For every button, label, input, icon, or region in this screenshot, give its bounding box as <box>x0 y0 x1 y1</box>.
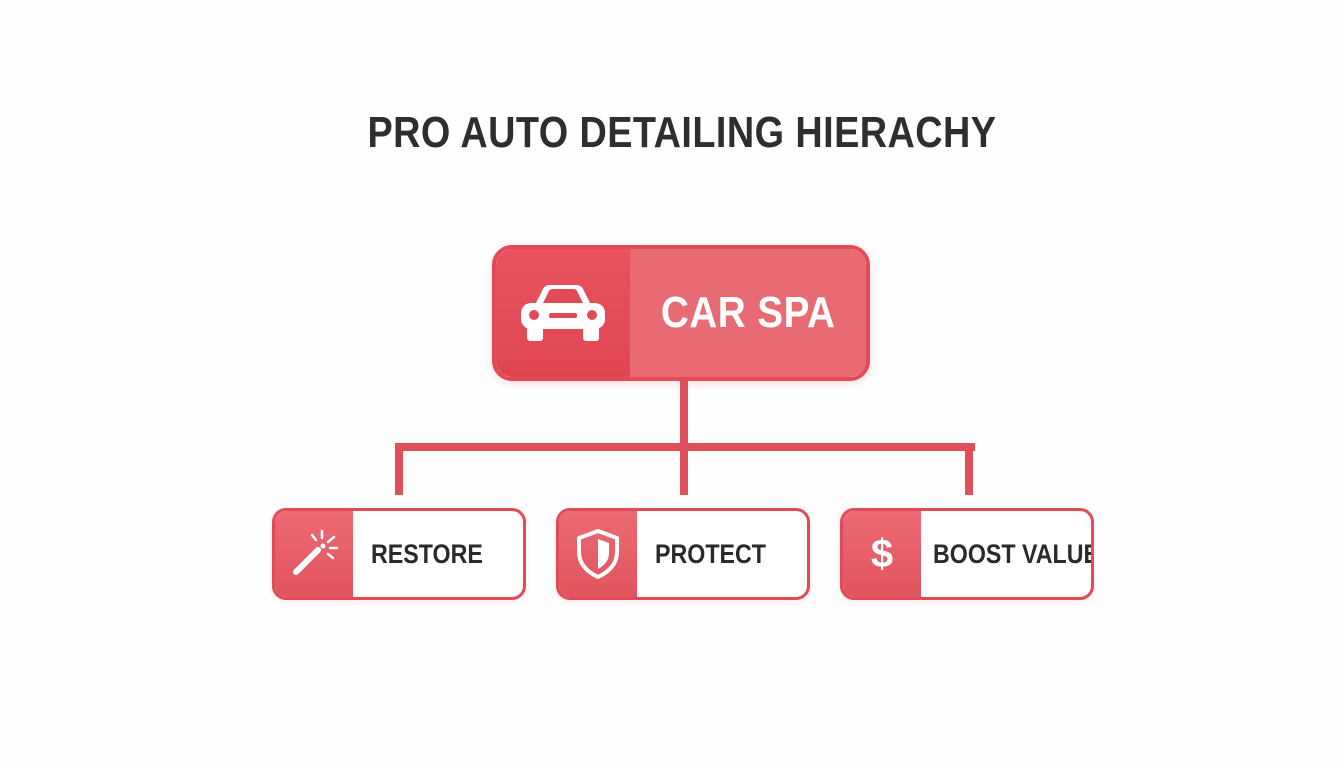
child-label-cell: RESTORE <box>353 511 523 597</box>
car-icon <box>521 285 605 341</box>
connector-root-stem <box>680 377 688 447</box>
child-label-cell: BOOST VALUE <box>921 511 1094 597</box>
child-node-protect: PROTECT <box>556 508 810 600</box>
connector-right-drop <box>965 443 973 495</box>
root-icon-cell <box>496 249 630 377</box>
shield-icon <box>577 529 619 579</box>
root-node: CAR SPA <box>492 245 870 381</box>
magic-wand-icon <box>293 529 339 575</box>
child-label-restore: RESTORE <box>371 538 483 569</box>
root-label: CAR SPA <box>660 288 836 337</box>
child-icon-cell <box>275 511 353 597</box>
diagram-title: PRO AUTO DETAILING HIERACHY <box>367 108 997 157</box>
child-label-boost-value: BOOST VALUE <box>933 538 1094 569</box>
dollar-icon: $ <box>870 531 894 576</box>
connector-center-drop <box>680 443 688 495</box>
child-node-boost-value: $ BOOST VALUE <box>840 508 1094 600</box>
child-node-restore: RESTORE <box>272 508 526 600</box>
child-label-cell: PROTECT <box>637 511 807 597</box>
connector-left-drop <box>395 443 403 495</box>
root-label-cell: CAR SPA <box>630 249 866 377</box>
child-icon-cell <box>559 511 637 597</box>
child-label-protect: PROTECT <box>655 538 766 569</box>
child-icon-cell: $ <box>843 511 921 597</box>
